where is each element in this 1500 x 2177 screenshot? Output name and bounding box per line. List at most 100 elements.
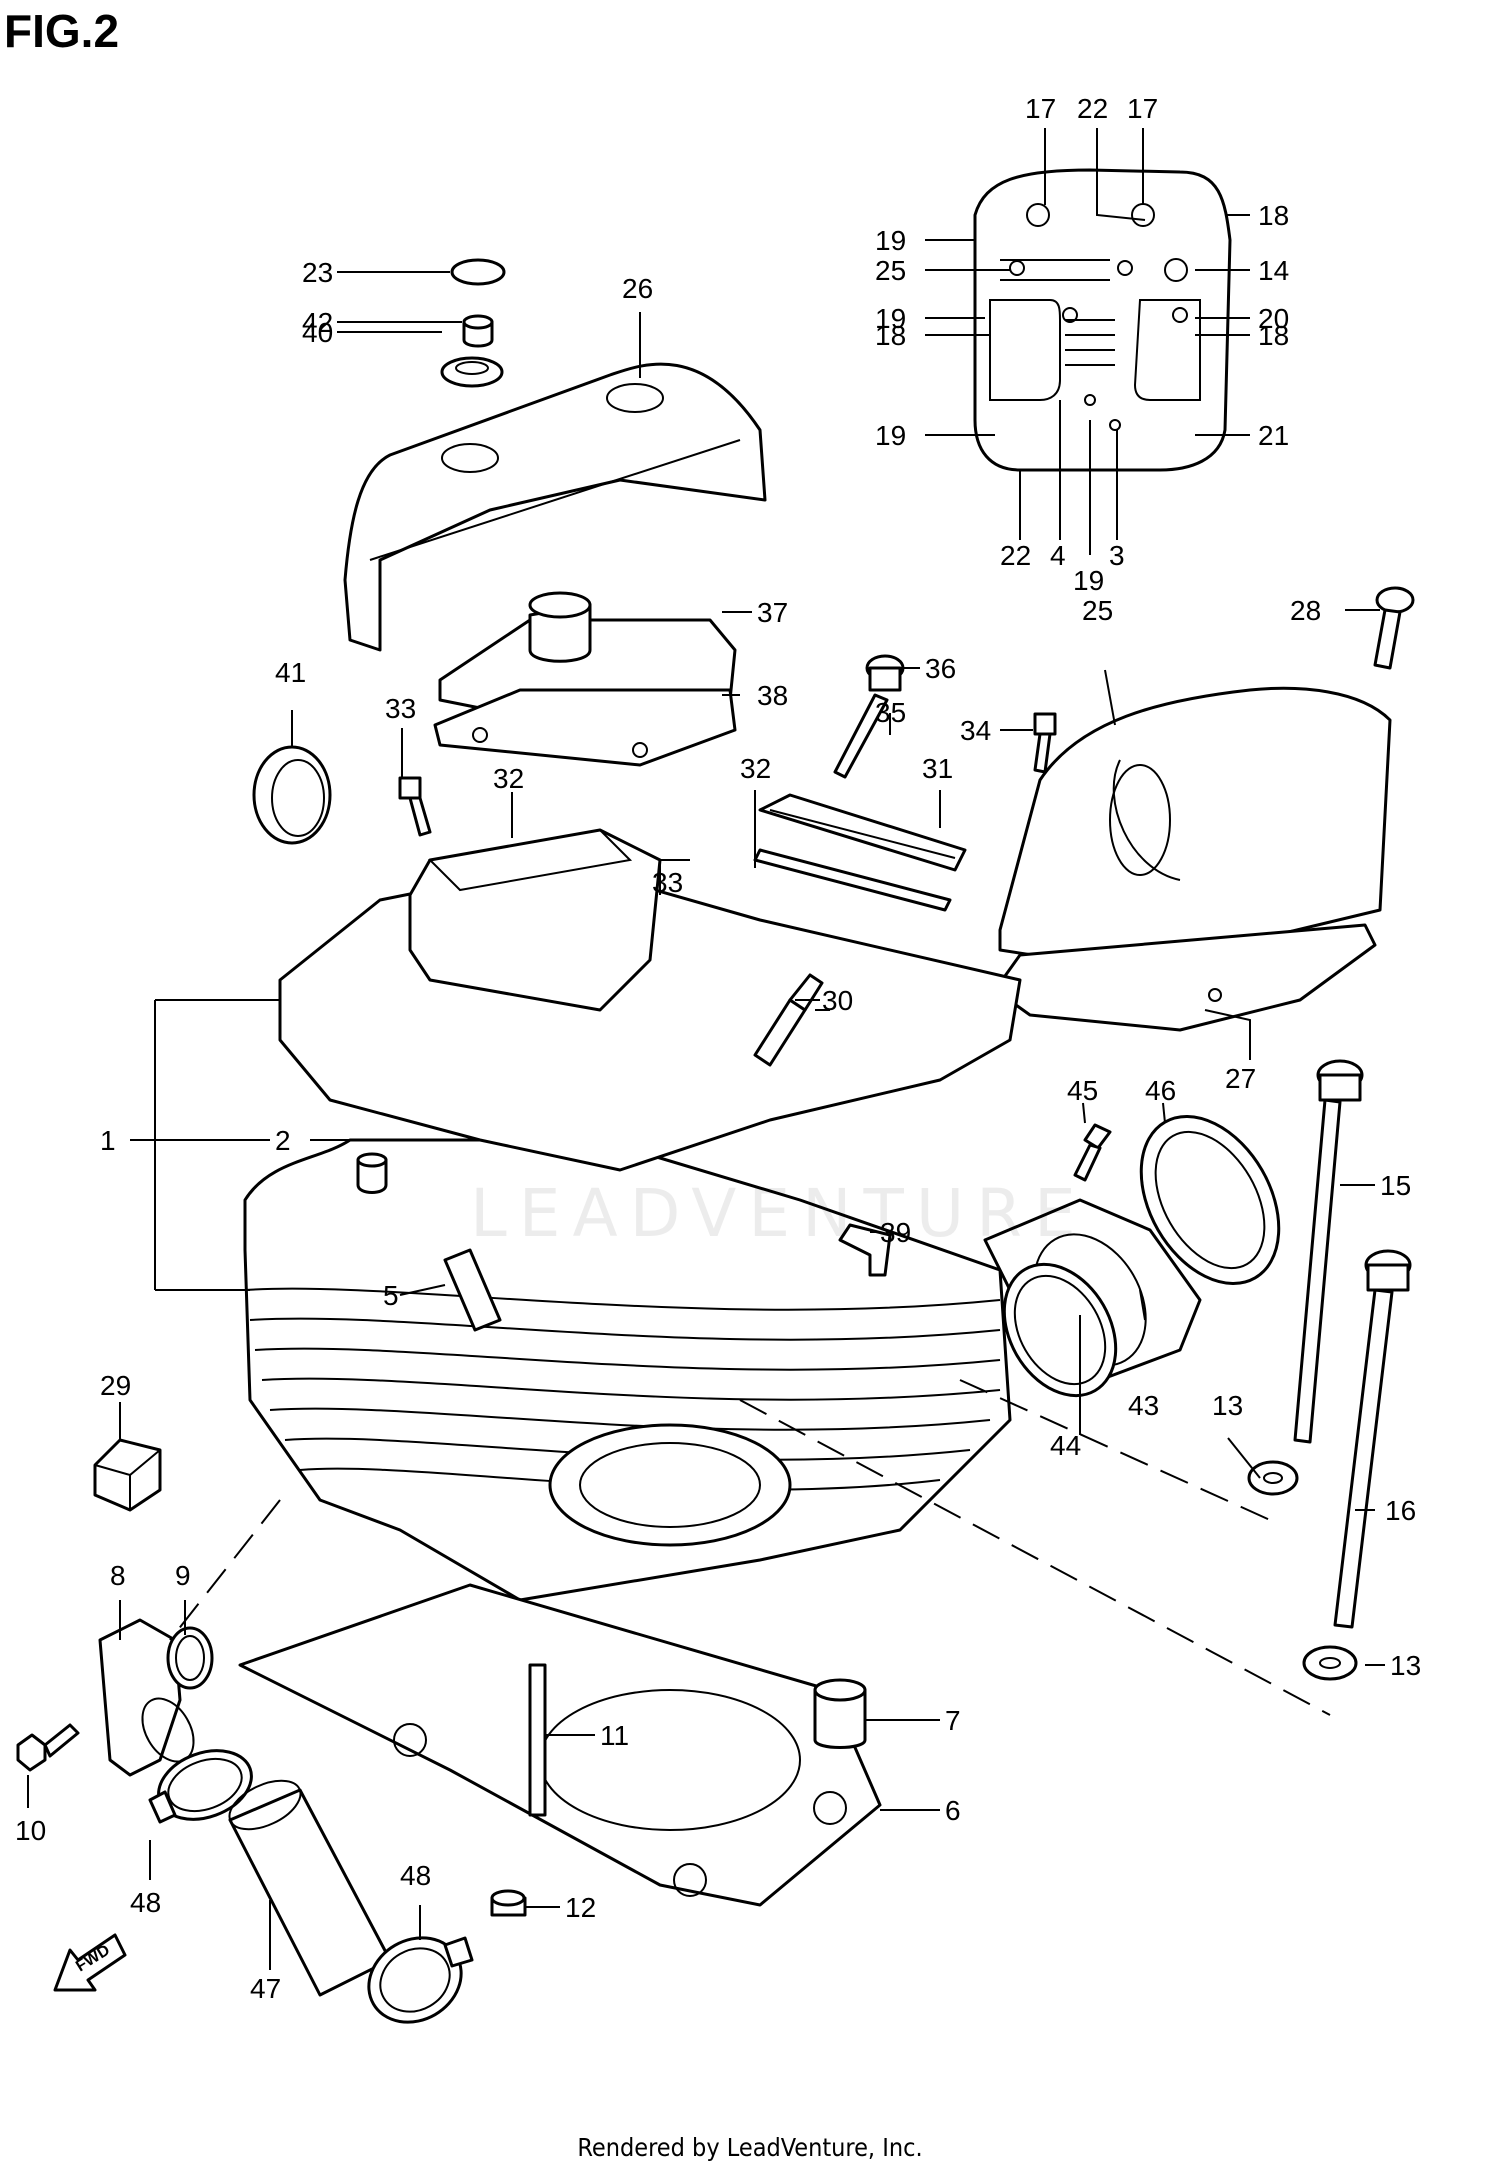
callout-18c: 18	[1258, 320, 1289, 351]
callout-10: 10	[15, 1815, 46, 1846]
callout-34a: 33	[385, 693, 416, 724]
part-10-bolt	[16, 1723, 80, 1772]
callout-48b: 48	[400, 1860, 431, 1891]
part-12-nut	[490, 1889, 527, 1917]
part-11-stud	[528, 1663, 547, 1817]
callout-35: 35	[875, 697, 906, 728]
callout-25: 25	[1082, 595, 1113, 626]
part-7-dowel	[813, 1678, 867, 1749]
callout-33a: 32	[740, 753, 771, 784]
callout-28: 28	[1290, 595, 1321, 626]
part-25-head-cover-right	[998, 686, 1392, 972]
callout-17b: 17	[1127, 93, 1158, 124]
leader-lines	[27, 128, 1385, 1970]
callout-1: 1	[100, 1125, 116, 1156]
callout-41: 41	[275, 657, 306, 688]
part-23-washer	[450, 258, 506, 286]
part-16-bolt	[1293, 1059, 1364, 1444]
callout-32: 32	[493, 763, 524, 794]
callout-19b: 19	[875, 303, 906, 334]
callout-13b: 13	[1390, 1650, 1421, 1681]
watermark: LEADVENTURE	[470, 1175, 1088, 1252]
callout-31: 31	[922, 753, 953, 784]
part-29-block	[93, 1438, 162, 1512]
callout-5: 5	[383, 1280, 399, 1311]
callout-8: 8	[110, 1560, 126, 1591]
callout-33b: 33	[652, 867, 683, 898]
callout-22a: 22	[1077, 93, 1108, 124]
callout-18a: 18	[1258, 200, 1289, 231]
part-40-grommet	[440, 356, 504, 388]
callout-43: 43	[1128, 1390, 1159, 1421]
callout-labels: 17 22 17 18 19 25 14 19 20 18 18 19 21 2…	[15, 93, 1421, 2004]
callout-20: 20	[1258, 303, 1289, 334]
part-41-seal-ring	[252, 745, 332, 845]
callout-4: 4	[1050, 540, 1066, 571]
part-48-clamp-lower	[367, 1936, 474, 2024]
callout-47: 47	[250, 1973, 281, 2004]
footer-credit: Rendered by LeadVenture, Inc.	[577, 2133, 923, 2162]
callout-9: 9	[175, 1560, 191, 1591]
figure-title: FIG.2	[4, 5, 120, 57]
fwd-arrow-icon: FWD	[53, 1933, 127, 1992]
part-42-collar	[462, 314, 494, 348]
part-35-stud	[833, 693, 889, 779]
callout-39: 39	[880, 1217, 911, 1248]
part-27-gasket	[993, 923, 1377, 1032]
callout-37: 37	[757, 597, 788, 628]
callout-22b: 22	[1000, 540, 1031, 571]
callout-11: 11	[600, 1720, 629, 1751]
part-48-clamp-upper	[148, 1749, 253, 1824]
callout-3: 3	[1109, 540, 1125, 571]
callout-19d: 19	[1073, 565, 1104, 596]
callout-29: 29	[100, 1370, 131, 1401]
callout-21: 21	[1258, 420, 1289, 451]
part-47-hose	[228, 1779, 392, 1997]
callout-36: 36	[925, 653, 956, 684]
part-1-cylinder-head	[243, 828, 1022, 1602]
part-28-bolt	[1373, 586, 1415, 670]
callout-19a: 19	[875, 225, 906, 256]
part-6-cylinder-gasket	[238, 1583, 882, 1907]
callout-12: 12	[565, 1892, 596, 1923]
part-15-bolt	[1333, 1249, 1412, 1629]
part-31-cover	[758, 793, 967, 872]
callout-13a: 13	[1212, 1390, 1243, 1421]
callout-19c: 19	[875, 420, 906, 451]
part-36-cap-nut	[865, 654, 905, 692]
callout-17a: 17	[1025, 93, 1056, 124]
part-26-head-cover-top	[343, 362, 767, 652]
callout-42: 42	[302, 307, 333, 338]
callout-18b: 18	[875, 320, 906, 351]
callout-2: 2	[275, 1125, 291, 1156]
callout-46: 46	[1145, 1075, 1176, 1106]
part-34-bolt-left	[398, 776, 432, 837]
part-33-gasket	[753, 848, 952, 912]
callout-7: 7	[945, 1705, 961, 1736]
part-8-union	[98, 1618, 195, 1777]
callout-23: 23	[302, 257, 333, 288]
callout-30: 30	[822, 985, 853, 1016]
part-2-dowel	[356, 1152, 388, 1194]
callout-27: 27	[1225, 1063, 1256, 1094]
callout-16: 15	[1380, 1170, 1411, 1201]
part-38-gasket	[433, 688, 737, 767]
callout-45: 45	[1067, 1075, 1098, 1106]
part-34-bolt-right	[1033, 712, 1057, 774]
callout-15: 16	[1385, 1495, 1416, 1526]
callout-40: 40	[302, 317, 333, 348]
callout-6: 6	[945, 1795, 961, 1826]
callout-26: 26	[622, 273, 653, 304]
callout-34b: 34	[960, 715, 991, 746]
callout-44: 44	[1050, 1430, 1081, 1461]
callout-24: 25	[875, 255, 906, 286]
part-9-o-ring	[166, 1626, 214, 1690]
callout-14: 14	[1258, 255, 1289, 286]
part-13-washer-lower	[1302, 1645, 1358, 1681]
callout-38: 38	[757, 680, 788, 711]
part-39-plate	[838, 1223, 892, 1277]
part-13-washer-upper	[1247, 1460, 1299, 1496]
part-44-o-ring	[1002, 1262, 1118, 1398]
